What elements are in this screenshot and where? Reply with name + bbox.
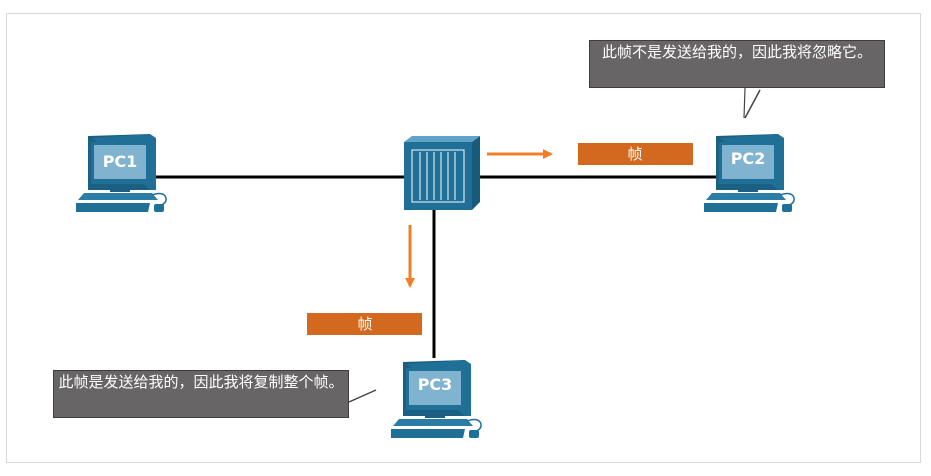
pc2-computer-icon[interactable]: PC2 (704, 134, 795, 212)
pc3-callout: 此帧是发送给我的，因此我将复制整个帧。 (53, 370, 349, 418)
switch-icon[interactable] (404, 136, 480, 210)
pc1-computer-icon[interactable]: PC1 (76, 134, 167, 212)
frame-down: 帧 (307, 313, 422, 335)
pc3-computer-icon[interactable]: PC3 (391, 360, 482, 438)
pc3-label: PC3 (418, 375, 453, 394)
callout-top-pointer (743, 87, 746, 119)
frame-right: 帧 (578, 143, 693, 165)
callout-bottom-pointer (348, 389, 377, 403)
pc2-label: PC2 (731, 149, 766, 168)
frame-down-label: 帧 (357, 315, 372, 333)
pc1-label: PC1 (103, 152, 138, 171)
frame-right-label: 帧 (627, 145, 642, 163)
callout-top-pointer-2 (744, 89, 761, 119)
pc2-callout: 此帧不是发送给我的，因此我将忽略它。 (589, 40, 885, 88)
